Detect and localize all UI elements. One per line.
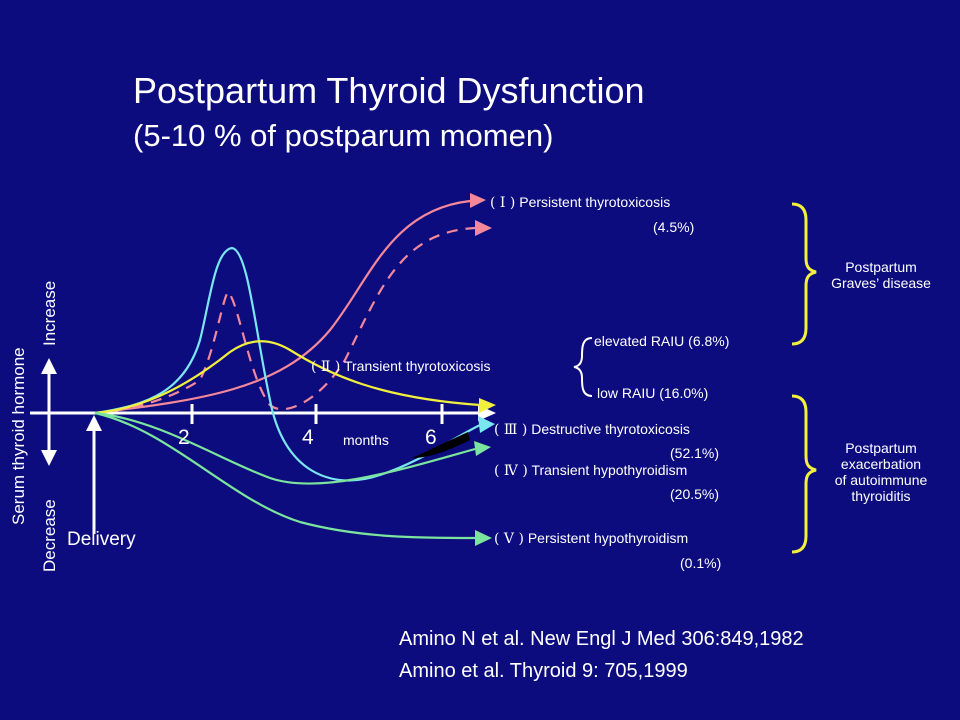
decrease-label: Decrease xyxy=(40,499,59,572)
percent-destructive-thyrotoxicosis: (52.1%) xyxy=(670,445,720,461)
percent-transient-hypothyroidism: (20.5%) xyxy=(670,486,720,502)
percent-persistent-hypothyroidism: (0.1%) xyxy=(680,555,722,571)
y-axis-label: Serum thyroid hormone xyxy=(9,347,28,525)
curve-transient-thyrotoxicosis xyxy=(94,340,481,415)
label-persistent-thyrotoxicosis: ( Ⅰ ) Persistent thyrotoxicosis xyxy=(490,194,671,211)
curve-1-arrowhead xyxy=(470,193,486,208)
citation-2: Amino et al. Thyroid 9: 705,1999 xyxy=(399,660,688,682)
curve-overlap-wedge xyxy=(412,432,470,458)
tick-label-2: 2 xyxy=(178,426,190,449)
increase-arrowhead xyxy=(41,358,57,374)
graves-brace xyxy=(791,202,817,346)
curve-persistent-thyrotoxicosis xyxy=(94,199,471,415)
autoimmune-brace xyxy=(791,394,817,554)
label-persistent-hypothyroidism: ( Ⅴ ) Persistent hypothyroidism xyxy=(494,530,689,547)
tick-label-6: 6 xyxy=(425,426,437,449)
curve-persistent-hypothyroidism xyxy=(94,411,476,540)
autoimmune-group-label: Postpartum exacerbation of autoimmune th… xyxy=(834,440,928,504)
delivery-label: Delivery xyxy=(67,529,136,550)
label-transient-hypothyroidism: ( Ⅳ ) Transient hypothyroidism xyxy=(494,462,688,479)
curve-transient-hypothyroidism xyxy=(94,411,476,485)
curve-2-arrowhead xyxy=(479,398,496,413)
slide-title: Postpartum Thyroid Dysfunction xyxy=(133,70,645,111)
percent-persistent-thyrotoxicosis: (4.5%) xyxy=(653,219,695,235)
x-axis-label: months xyxy=(343,432,389,448)
tick-label-4: 4 xyxy=(302,426,314,449)
citation-1: Amino N et al. New Engl J Med 306:849,19… xyxy=(399,628,804,650)
graves-group-label: Postpartum Graves’ disease xyxy=(831,259,931,291)
low-raiu-label: low RAIU (16.0%) xyxy=(597,385,709,401)
elevated-raiu-label: elevated RAIU (6.8%) xyxy=(594,333,730,349)
increase-label: Increase xyxy=(40,280,59,346)
delivery-arrowhead xyxy=(86,415,102,431)
curve-persistent-thyrotoxicosis-dashed xyxy=(94,226,476,415)
curve-5-arrowhead xyxy=(475,530,492,546)
curve-4-arrowhead xyxy=(474,441,491,456)
raiu-brace xyxy=(573,337,593,397)
decrease-arrowhead xyxy=(41,450,57,466)
curve-3-arrowhead xyxy=(478,416,495,433)
label-destructive-thyrotoxicosis: ( Ⅲ ) Destructive thyrotoxicosis xyxy=(494,421,690,438)
curve-1-dashed-arrowhead xyxy=(475,220,492,236)
slide-subtitle: (5-10 % of postparum momen) xyxy=(133,118,554,153)
label-transient-thyrotoxicosis: ( Ⅱ ) Transient thyrotoxicosis xyxy=(311,358,491,375)
